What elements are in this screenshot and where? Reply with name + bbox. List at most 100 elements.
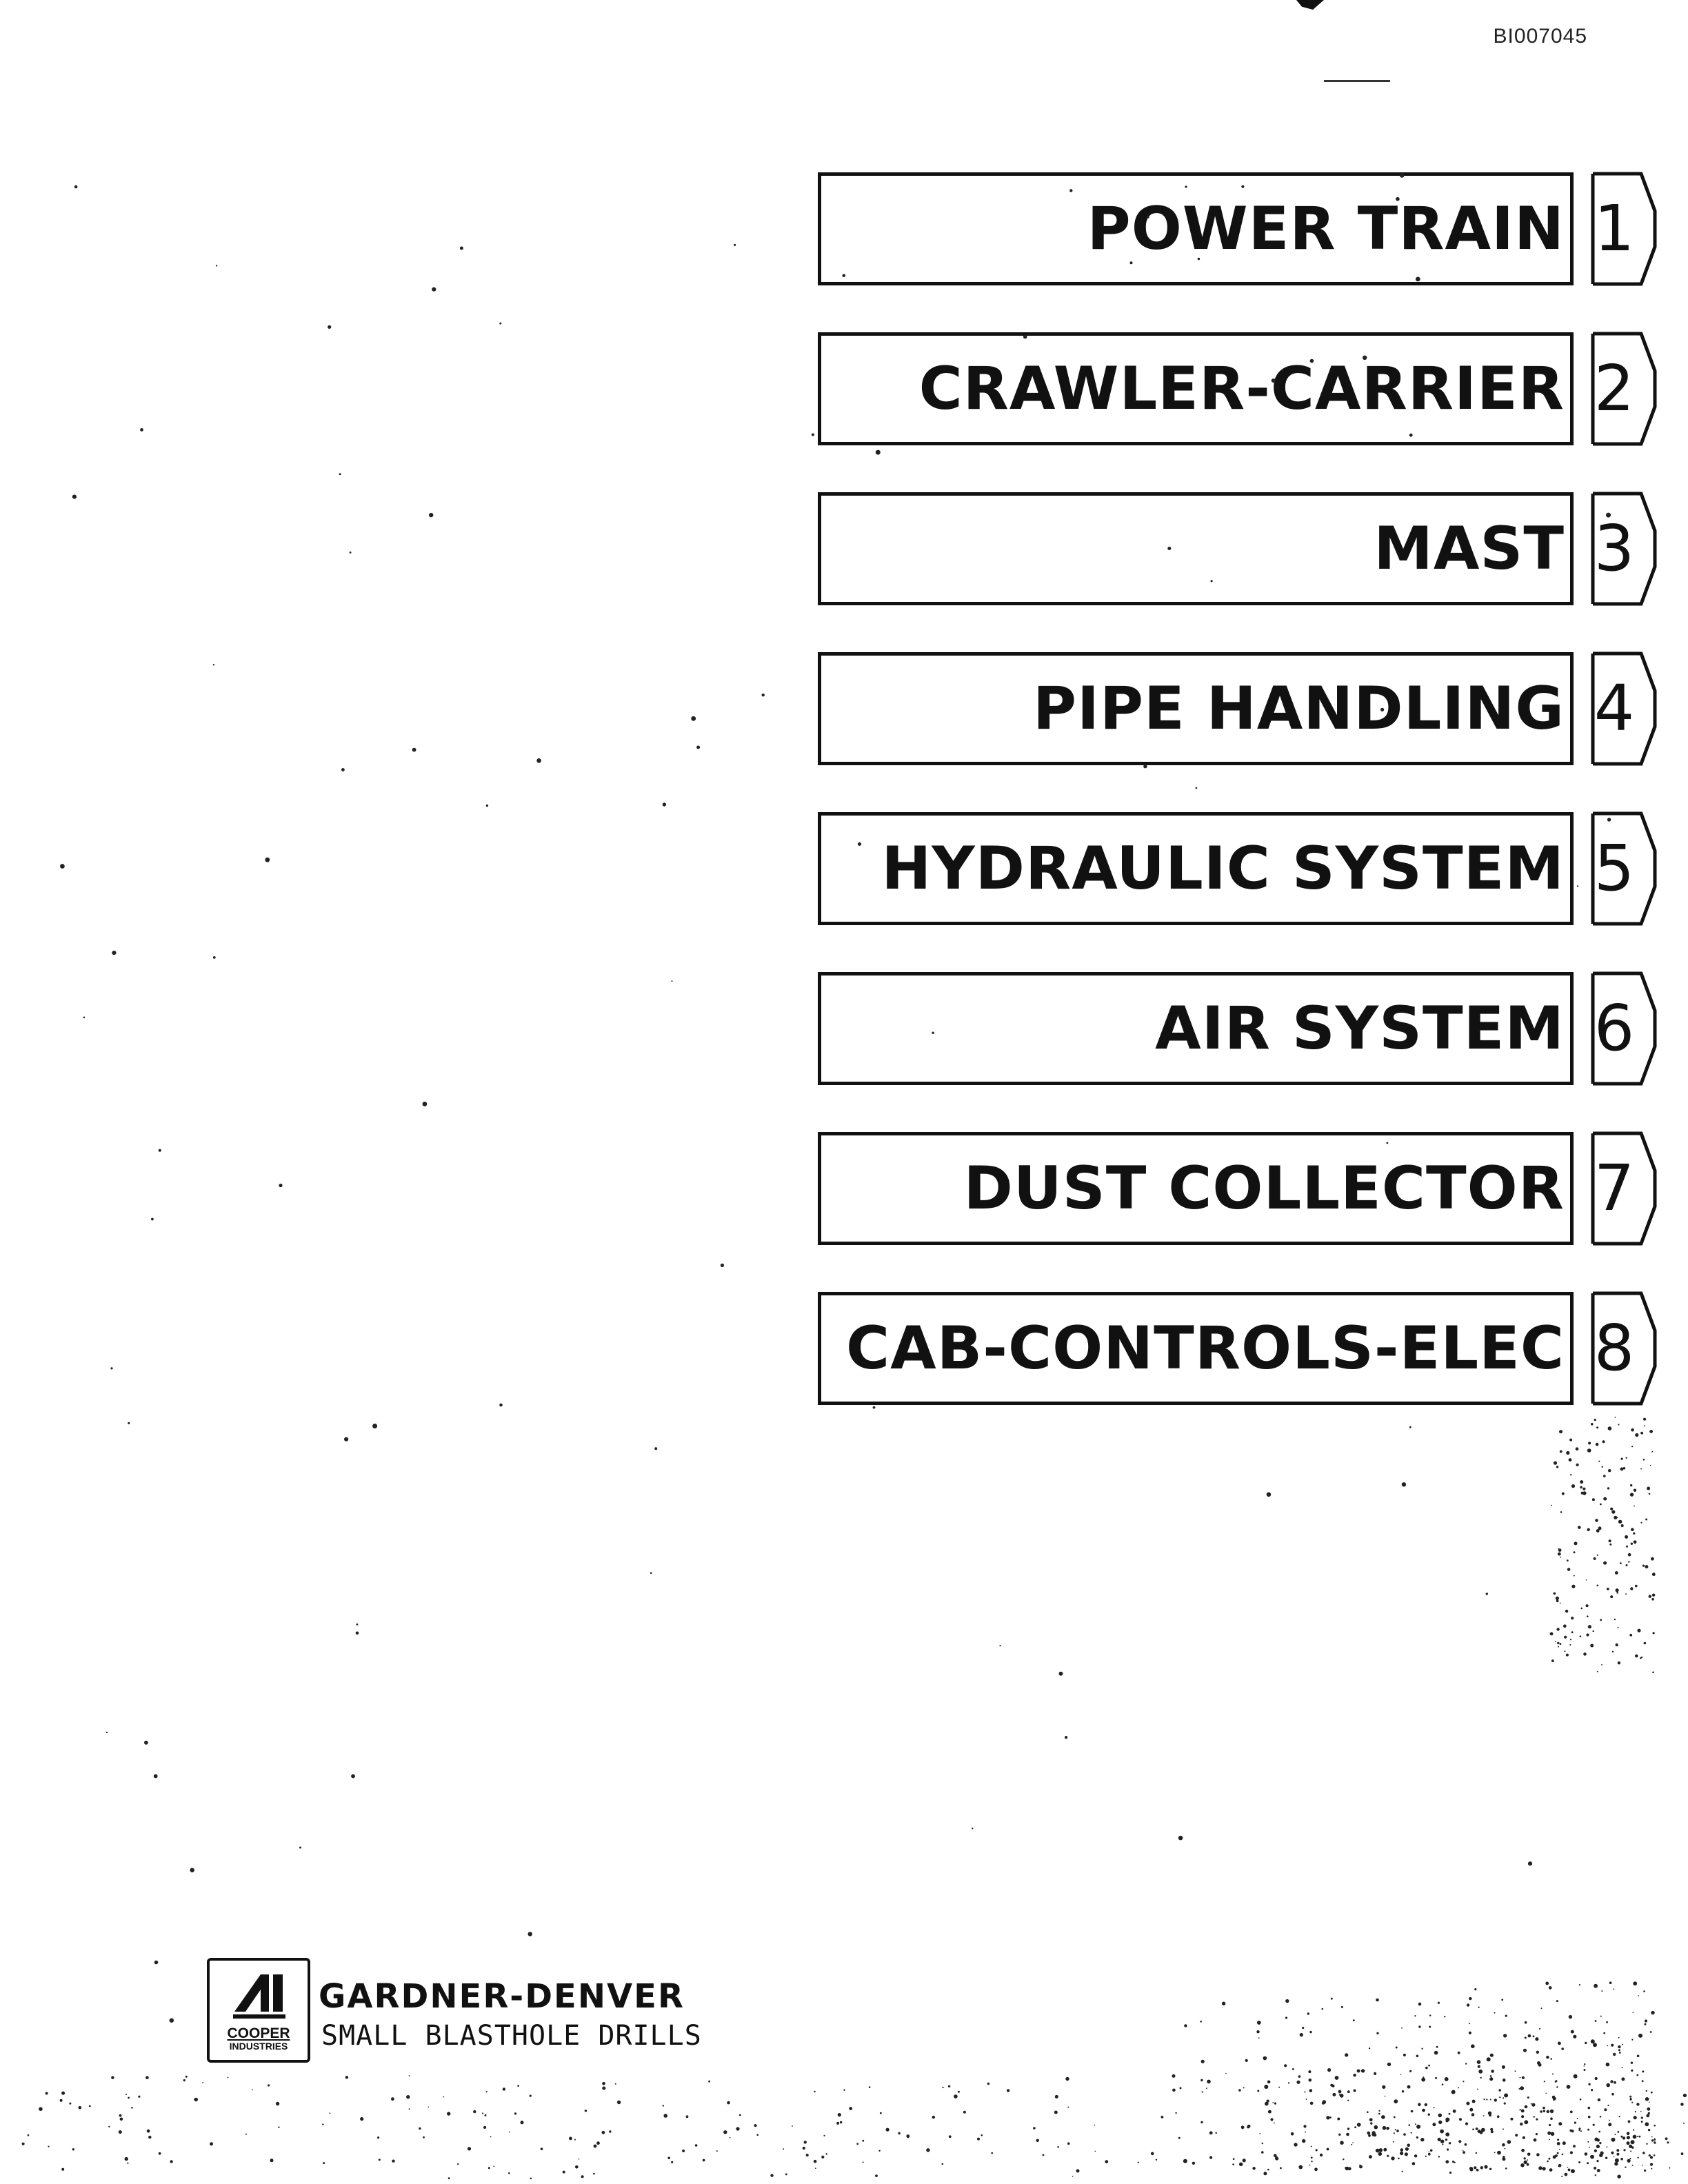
scan-speck bbox=[1599, 2153, 1603, 2157]
scan-speck bbox=[1383, 2147, 1387, 2152]
scan-speck bbox=[1309, 2089, 1313, 2092]
scan-speck bbox=[227, 2076, 229, 2079]
scan-speck bbox=[1604, 2108, 1607, 2112]
scan-speck bbox=[1274, 2154, 1277, 2158]
scan-speck bbox=[1373, 2133, 1377, 2137]
scan-speck bbox=[1339, 2094, 1344, 2098]
scan-speck bbox=[1310, 2156, 1313, 2159]
scan-speck bbox=[1631, 2146, 1634, 2149]
scan-speck bbox=[593, 2144, 597, 2148]
scan-speck bbox=[1611, 2092, 1614, 2096]
scan-speck bbox=[1290, 2132, 1294, 2136]
scan-speck bbox=[1629, 2098, 1632, 2101]
scan-speck bbox=[1582, 1491, 1587, 1495]
section-tab-5[interactable]: HYDRAULIC SYSTEM 5 bbox=[818, 811, 1673, 926]
scan-speck bbox=[1549, 2168, 1553, 2172]
scan-speck bbox=[1485, 1593, 1488, 1595]
scan-speck bbox=[1552, 2155, 1556, 2159]
scan-speck bbox=[1580, 1491, 1584, 1495]
scan-speck bbox=[1242, 2158, 1246, 2163]
scan-speck bbox=[528, 1932, 532, 1937]
scan-speck bbox=[1257, 2090, 1260, 2092]
scan-speck bbox=[926, 2148, 930, 2152]
scan-speck bbox=[1387, 2062, 1391, 2067]
scan-speck bbox=[1613, 2052, 1616, 2056]
scan-speck bbox=[1629, 1633, 1633, 1637]
scan-speck bbox=[1515, 2134, 1518, 2137]
scan-speck bbox=[1338, 2090, 1342, 2094]
scan-speck bbox=[1647, 2107, 1651, 2111]
scan-speck bbox=[1172, 2074, 1176, 2078]
section-tab-6[interactable]: AIR SYSTEM 6 bbox=[818, 971, 1673, 1086]
tab-label: DUST COLLECTOR bbox=[963, 1154, 1565, 1223]
scan-speck bbox=[1240, 2125, 1245, 2130]
scan-speck bbox=[720, 1263, 724, 1267]
scan-speck bbox=[1561, 2176, 1563, 2178]
scan-speck bbox=[1616, 1592, 1618, 1594]
section-tab-3[interactable]: MAST 3 bbox=[818, 492, 1673, 606]
scan-speck bbox=[1054, 2110, 1058, 2114]
scan-speck bbox=[584, 2110, 587, 2112]
scan-speck bbox=[1558, 2041, 1561, 2045]
scan-speck bbox=[275, 2101, 280, 2106]
scan-speck bbox=[448, 2177, 450, 2180]
scan-speck bbox=[323, 2162, 325, 2165]
scan-speck bbox=[1160, 2116, 1164, 2119]
scan-speck bbox=[1347, 2127, 1350, 2130]
scan-speck bbox=[1494, 2099, 1497, 2102]
tab-number: 5 bbox=[1594, 831, 1635, 905]
scan-mark bbox=[1296, 0, 1324, 10]
section-tab-8[interactable]: CAB-CONTROLS-ELEC 8 bbox=[818, 1291, 1673, 1406]
scan-speck bbox=[1274, 2122, 1275, 2124]
scan-speck bbox=[1549, 2123, 1551, 2127]
scan-speck bbox=[1326, 2147, 1329, 2151]
scan-speck bbox=[1571, 2169, 1575, 2173]
section-tab-2[interactable]: CRAWLER-CARRIER 2 bbox=[818, 332, 1673, 446]
scan-speck bbox=[1576, 2118, 1578, 2120]
scan-speck bbox=[1192, 2161, 1196, 2165]
scan-speck bbox=[1471, 2099, 1476, 2103]
scan-speck bbox=[1571, 2130, 1574, 2133]
scan-speck bbox=[1618, 2116, 1620, 2118]
scan-speck bbox=[1606, 2021, 1609, 2023]
section-tab-1[interactable]: POWER TRAIN 1 bbox=[818, 172, 1673, 286]
scan-speck bbox=[1427, 2152, 1431, 2156]
section-tab-4[interactable]: PIPE HANDLING 4 bbox=[818, 651, 1673, 766]
scan-speck bbox=[1261, 2142, 1264, 2145]
scan-speck bbox=[1524, 2105, 1528, 2109]
scan-speck bbox=[1582, 1487, 1586, 1490]
scan-speck bbox=[1521, 2076, 1525, 2079]
scan-speck bbox=[1489, 2053, 1494, 2057]
scan-speck bbox=[738, 2114, 741, 2116]
scan-speck bbox=[1353, 2089, 1356, 2092]
scan-speck bbox=[1247, 2124, 1251, 2128]
scan-speck bbox=[482, 2112, 484, 2114]
scan-speck bbox=[1615, 1643, 1618, 1647]
scan-speck bbox=[823, 2134, 825, 2136]
section-tab-7[interactable]: DUST COLLECTOR 7 bbox=[818, 1131, 1673, 1246]
scan-speck bbox=[1569, 1639, 1572, 1641]
scan-speck bbox=[856, 2143, 859, 2145]
scan-speck bbox=[144, 1740, 148, 1745]
scan-speck bbox=[488, 2167, 490, 2170]
scan-speck bbox=[1256, 2030, 1260, 2034]
scan-speck bbox=[1680, 2103, 1684, 2106]
scan-speck bbox=[1353, 2074, 1356, 2077]
scan-speck bbox=[1608, 2123, 1612, 2127]
scan-speck bbox=[1643, 1990, 1645, 1992]
scan-speck bbox=[45, 2092, 48, 2095]
scan-speck bbox=[1587, 1528, 1590, 1531]
scan-speck bbox=[1610, 2080, 1614, 2083]
scan-speck bbox=[1596, 2169, 1600, 2172]
scan-speck bbox=[1406, 2147, 1408, 2150]
brand-subtitle: SMALL BLASTHOLE DRILLS bbox=[321, 2020, 702, 2052]
scan-speck bbox=[1558, 1548, 1559, 1550]
scan-speck bbox=[185, 2075, 188, 2078]
scan-speck bbox=[1338, 2133, 1341, 2136]
scan-speck bbox=[1652, 1671, 1654, 1674]
scan-speck bbox=[60, 864, 65, 869]
scan-speck bbox=[1608, 1469, 1611, 1473]
scan-speck bbox=[1647, 2112, 1650, 2115]
scan-speck bbox=[1596, 2160, 1599, 2163]
scan-speck bbox=[1557, 1646, 1559, 1648]
